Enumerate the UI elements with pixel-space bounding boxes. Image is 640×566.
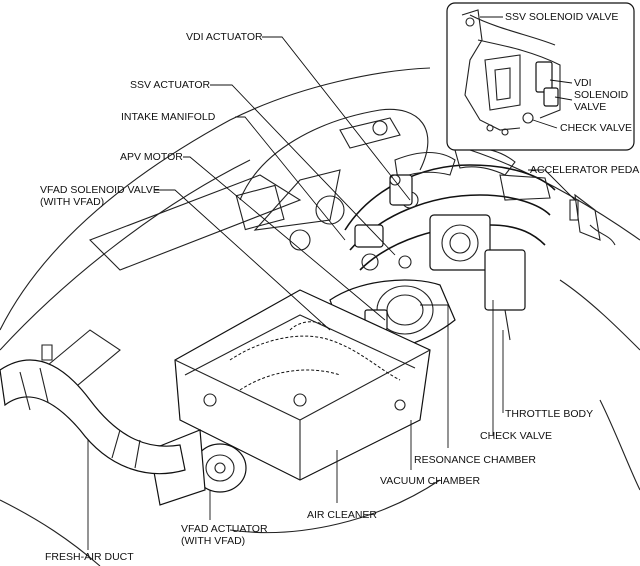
- label-resonance-chamber: RESONANCE CHAMBER: [414, 454, 536, 466]
- label-intake-manifold: INTAKE MANIFOLD: [121, 111, 216, 123]
- label-vfad-actuator: VFAD ACTUATOR (WITH VFAD): [181, 523, 268, 547]
- label-fresh-air-duct: FRESH-AIR DUCT: [45, 551, 134, 563]
- label-throttle-body: THROTTLE BODY: [505, 408, 594, 420]
- label-ssv-solenoid-valve: SSV SOLENOID VALVE: [505, 11, 619, 23]
- label-ssv-actuator: SSV ACTUATOR: [130, 79, 211, 91]
- label-vdi-actuator: VDI ACTUATOR: [186, 31, 263, 43]
- label-air-cleaner: AIR CLEANER: [307, 509, 378, 521]
- label-check-valve-inset: CHECK VALVE: [560, 122, 632, 134]
- label-check-valve: CHECK VALVE: [480, 430, 552, 442]
- leader-lines: [87, 16, 576, 550]
- label-vfad-solenoid-valve: VFAD SOLENOID VALVE (WITH VFAD): [40, 184, 160, 208]
- label-vacuum-chamber: VACUUM CHAMBER: [380, 475, 481, 487]
- label-vdi-solenoid-valve: VDI SOLENOID VALVE: [574, 77, 629, 113]
- label-apv-motor: APV MOTOR: [120, 151, 183, 163]
- label-accelerator-pedal: ACCELERATOR PEDAL: [530, 164, 640, 176]
